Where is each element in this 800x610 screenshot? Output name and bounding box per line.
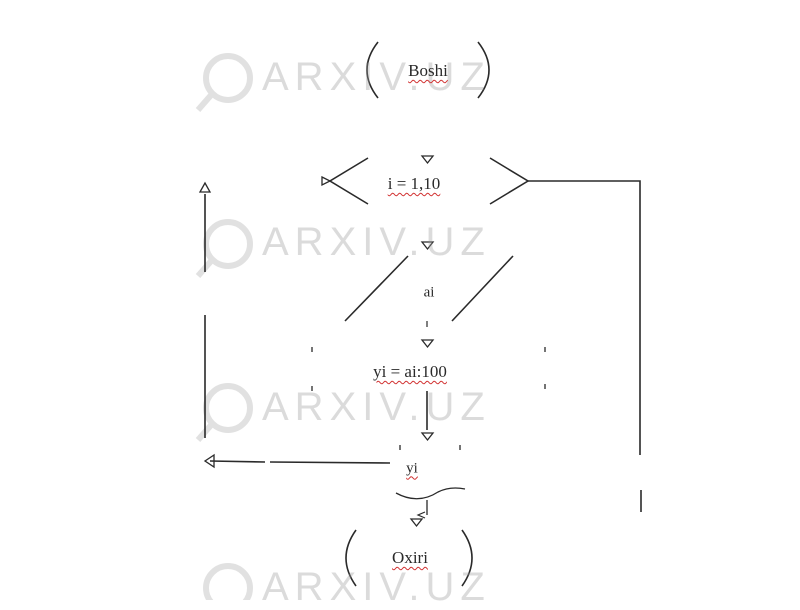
end-terminator	[345, 529, 473, 587]
watermark-text: ARXIV.UZ	[262, 565, 491, 609]
loop-back-arrowhead	[203, 453, 215, 469]
process-label: yi = ai:100	[373, 362, 447, 381]
watermark: ARXIV.UZ	[262, 385, 491, 430]
loop-back-up-arrowhead	[198, 181, 212, 193]
watermark-text: ARXIV.UZ	[262, 385, 491, 429]
input-label: ai	[423, 284, 435, 301]
watermark: ARXIV.UZ	[262, 220, 491, 265]
loop-back-line	[269, 461, 391, 464]
arrow-into-end-side	[416, 511, 426, 519]
arrow-into-loop	[420, 155, 435, 165]
watermark: ARXIV.UZ	[262, 565, 491, 610]
watermark-search-icon	[203, 563, 253, 600]
watermark-search-icon	[203, 383, 253, 433]
loop-label: i = 1,10	[387, 174, 441, 193]
arrow-into-output	[420, 432, 435, 442]
arrow-into-end	[409, 518, 424, 528]
watermark-text: ARXIV.UZ	[262, 55, 491, 99]
watermark: ARXIV.UZ	[262, 55, 491, 100]
process-rectangle	[311, 347, 546, 391]
loop-return-arrowhead	[321, 175, 332, 187]
output-label: yi	[406, 460, 418, 477]
watermark-search-icon	[203, 219, 253, 269]
loop-exit-line	[528, 180, 641, 455]
input-parallelogram	[344, 255, 514, 322]
start-terminator	[366, 41, 490, 99]
watermark-search-icon	[203, 53, 253, 103]
output-document	[395, 445, 466, 500]
loop-back-line-mid	[209, 460, 266, 463]
end-label: Oxiri	[392, 548, 428, 567]
arrow-into-process	[420, 339, 435, 349]
watermark-icon-group	[195, 53, 253, 600]
watermark-text: ARXIV.UZ	[262, 220, 491, 264]
start-label: Boshi	[408, 61, 448, 80]
arrow-into-input	[420, 241, 435, 251]
